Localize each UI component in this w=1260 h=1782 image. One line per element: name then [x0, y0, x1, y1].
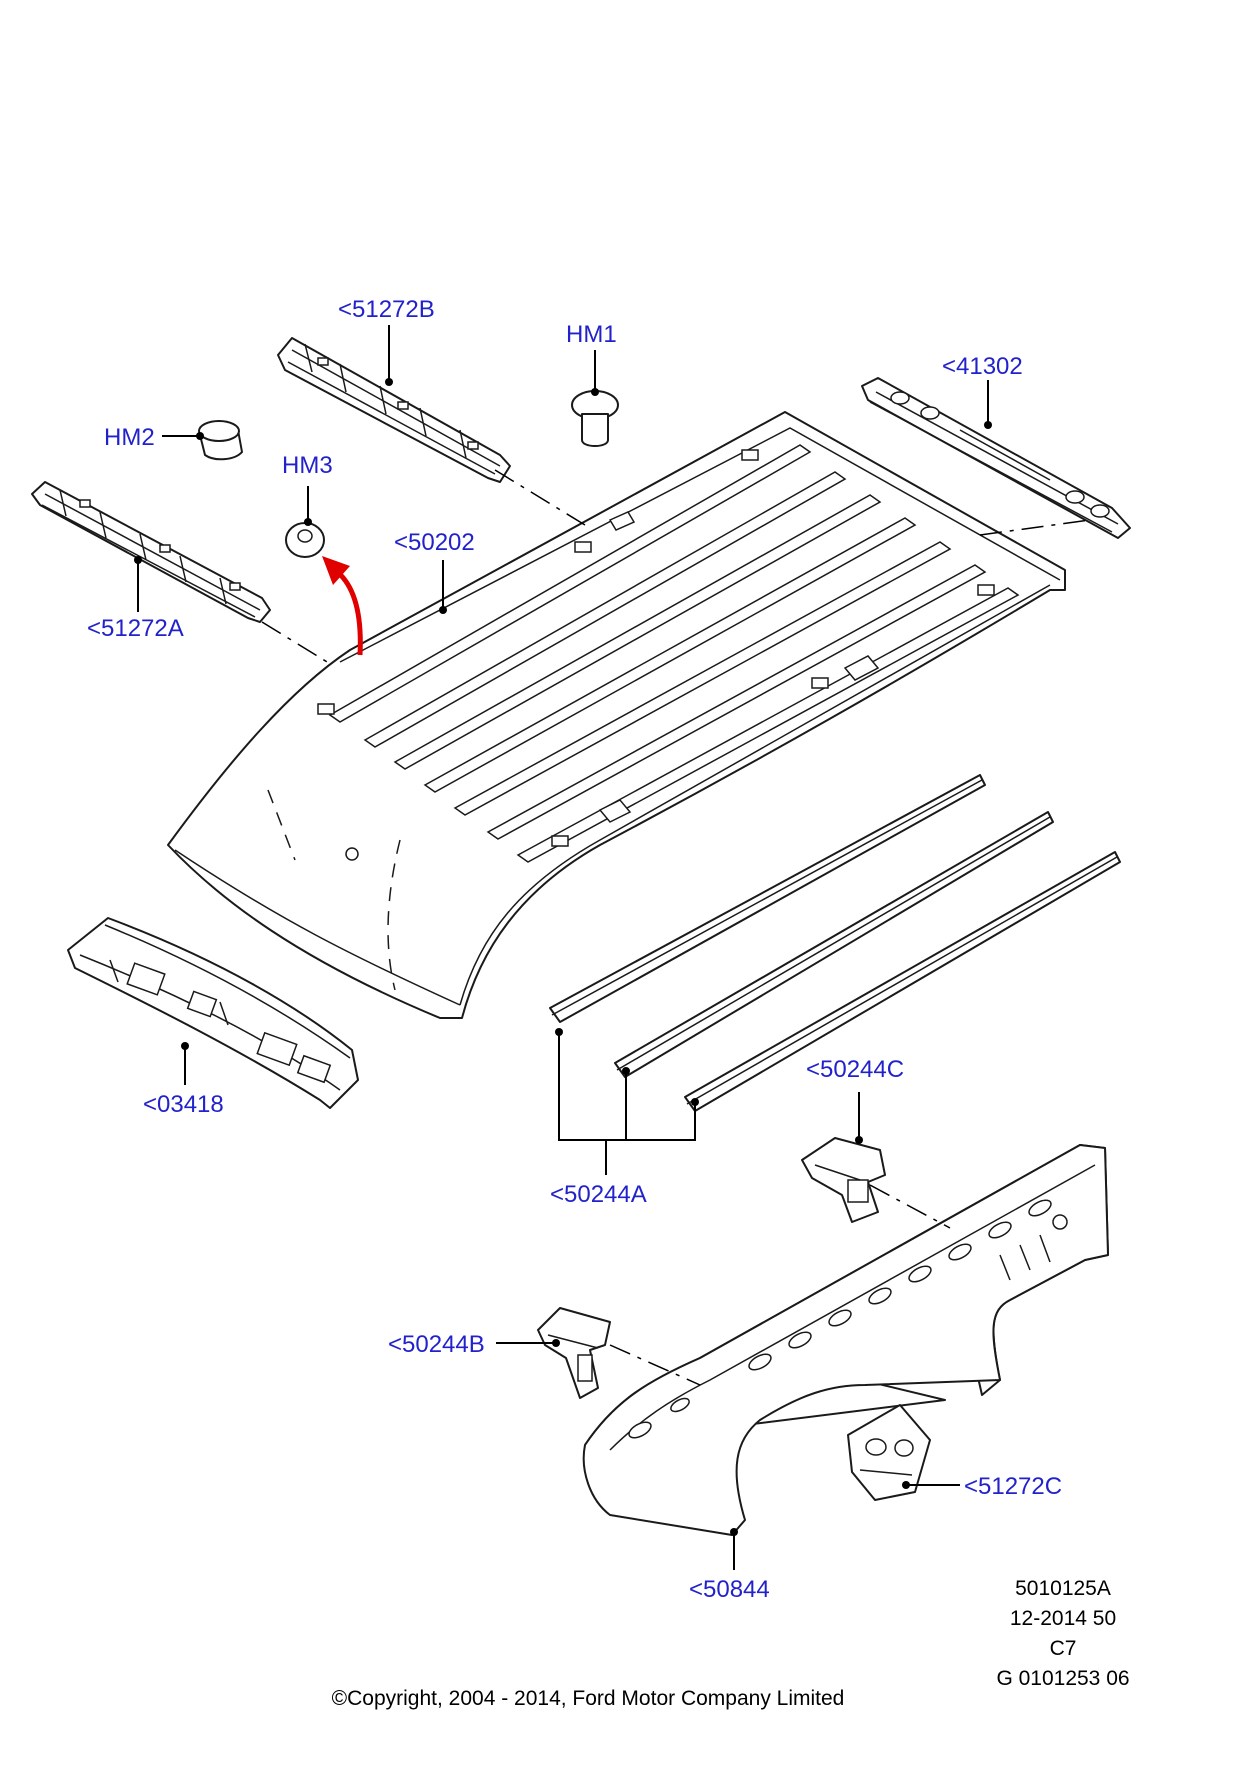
callout-50244c[interactable]: <50244C — [806, 1056, 904, 1083]
bracket-50244c[interactable] — [801, 1137, 886, 1223]
roof-rails[interactable] — [549, 774, 1121, 1112]
roof-bow-51272a[interactable] — [31, 481, 271, 623]
callout-50244a[interactable]: <50244A — [550, 1181, 647, 1208]
front-header-panel[interactable] — [67, 917, 359, 1109]
copyright-notice: ©Copyright, 2004 - 2014, Ford Motor Comp… — [332, 1687, 845, 1710]
reference-line-1: 5010125A — [1015, 1577, 1111, 1600]
callout-labels: <51272B HM1 <41302 HM2 HM3 <50202 <51272… — [87, 296, 1062, 1603]
reference-block: 5010125A 12-2014 50 C7 G 0101253 06 — [996, 1577, 1129, 1690]
callout-hm1[interactable]: HM1 — [566, 321, 617, 348]
hm2-grommet[interactable] — [198, 420, 243, 461]
callout-51272b[interactable]: <51272B — [338, 296, 435, 323]
hm3-washer[interactable] — [285, 522, 325, 558]
side-reinforcement[interactable] — [582, 1144, 1109, 1536]
leader-lines — [134, 325, 992, 1570]
bracket-51272c[interactable] — [847, 1404, 931, 1501]
reference-line-3: C7 — [1050, 1637, 1077, 1660]
roof-bow-51272b[interactable] — [277, 337, 511, 483]
callout-50202[interactable]: <50202 — [394, 529, 475, 556]
callout-hm3[interactable]: HM3 — [282, 452, 333, 479]
assembly-lines — [261, 469, 1091, 1386]
callout-hm2[interactable]: HM2 — [104, 424, 155, 451]
roof-bow-41302[interactable] — [861, 377, 1131, 539]
bracket-50244b[interactable] — [537, 1307, 611, 1399]
reference-line-4: G 0101253 06 — [996, 1667, 1129, 1690]
assembly-arrow — [322, 556, 363, 656]
callout-51272a[interactable]: <51272A — [87, 615, 184, 642]
callout-41302[interactable]: <41302 — [942, 353, 1023, 380]
callout-51272c[interactable]: <51272C — [964, 1473, 1062, 1500]
callout-50244b[interactable]: <50244B — [388, 1331, 485, 1358]
callout-50844[interactable]: <50844 — [689, 1576, 770, 1603]
reference-line-2: 12-2014 50 — [1010, 1607, 1116, 1630]
callout-03418[interactable]: <03418 — [143, 1091, 224, 1118]
roof-panel[interactable] — [167, 411, 1066, 1019]
hm1-plug[interactable] — [571, 390, 619, 447]
